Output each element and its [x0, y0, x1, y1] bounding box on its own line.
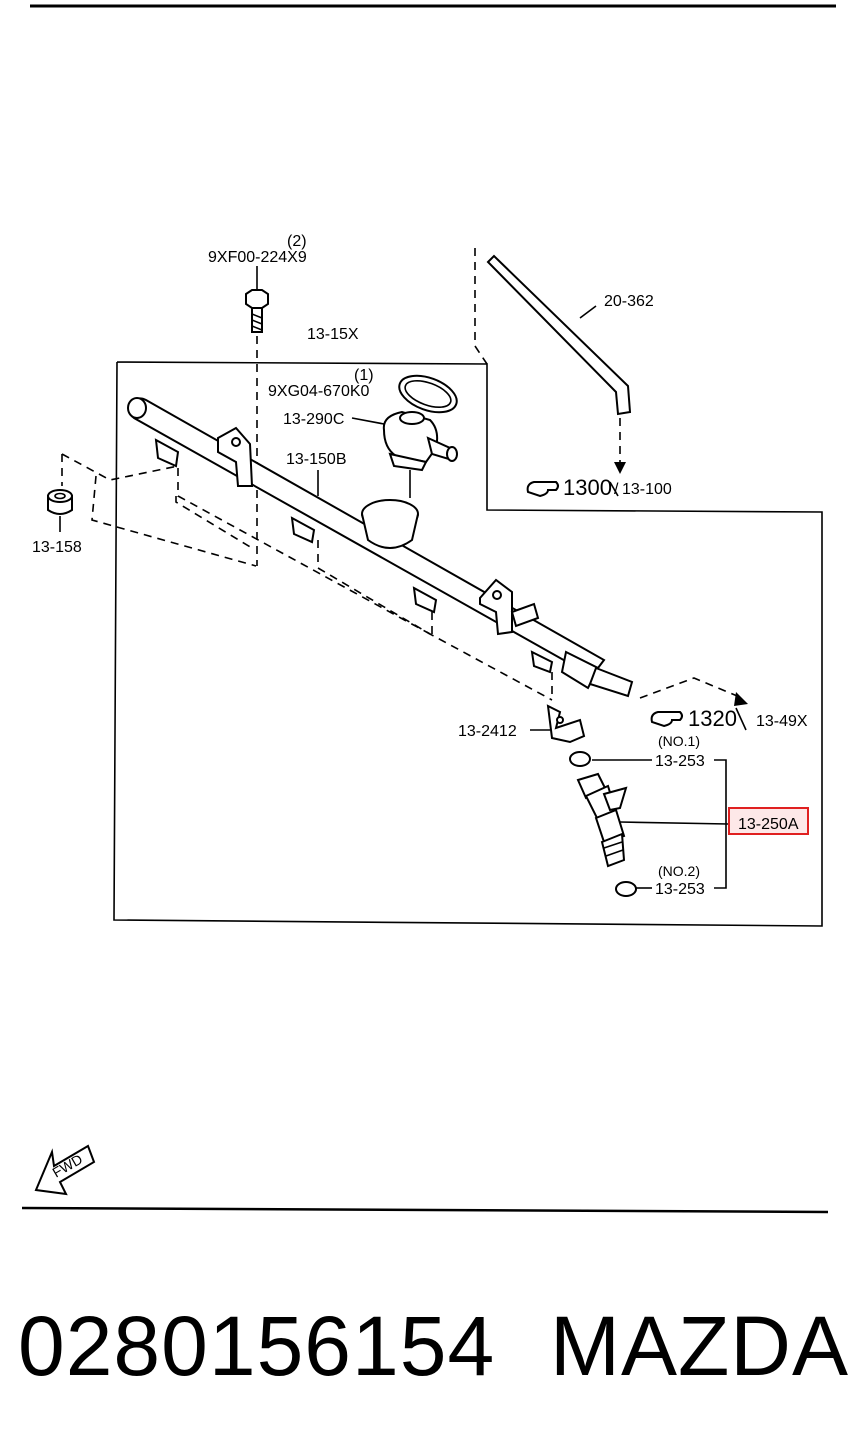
rail-phantom-lines [61, 453, 743, 701]
caption: 0280156154 MAZDA [18, 1296, 858, 1396]
cap-part [47, 489, 73, 515]
fwd-arrow-icon: FWD [34, 1144, 96, 1196]
bolt-qty-label: (2) [287, 233, 307, 250]
brand-name: MAZDA [550, 1299, 849, 1393]
no2-label: (NO.2) [658, 863, 700, 879]
injector-part [576, 772, 628, 868]
snap-ring-part [398, 374, 458, 414]
hose-part [486, 254, 632, 416]
clip-part [546, 704, 586, 744]
fuel-rail-part [127, 397, 634, 698]
bottom-rule [21, 1206, 829, 1214]
ref1-slash: / [614, 481, 619, 498]
clip-label: 13-2412 [458, 723, 517, 740]
o-ring-bottom-part [615, 881, 637, 897]
oring-bottom-label: 13-253 [655, 881, 705, 898]
bolt-code-label: 9XF00-224X9 [208, 249, 307, 266]
hose-dashed-leader [474, 248, 488, 365]
hose-label: 20-362 [604, 293, 654, 310]
rail-label: 13-150B [286, 451, 347, 468]
ring-code-label: 9XG04-670K0 [268, 383, 370, 400]
rail-assy-label: 13-15X [307, 326, 359, 343]
injector-label: 13-250A [738, 816, 799, 833]
ref1-code-label: 13-100 [622, 481, 672, 498]
ref2-num-label: 1320 [688, 706, 737, 731]
regulator-label: 13-290C [283, 411, 344, 428]
oring-top-label: 13-253 [655, 753, 705, 770]
ring-qty-label: (1) [354, 367, 374, 384]
pointing-hand-icon [650, 711, 683, 728]
ref1-num-label: 1300 [563, 475, 612, 500]
bolt-part [245, 289, 269, 333]
pointing-hand-icon [526, 481, 559, 498]
injector-highlight [728, 807, 809, 835]
ref2-code-label: 13-49X [756, 713, 808, 730]
part-number: 0280156154 [18, 1299, 496, 1393]
parts-diagram: (2) 9XF00-224X9 20-362 13-15X (1) 9XG04-… [21, 4, 836, 1214]
regulator-part [382, 410, 458, 498]
o-ring-top-part [569, 751, 591, 767]
no1-label: (NO.1) [658, 733, 700, 749]
cap-label: 13-158 [32, 539, 82, 556]
